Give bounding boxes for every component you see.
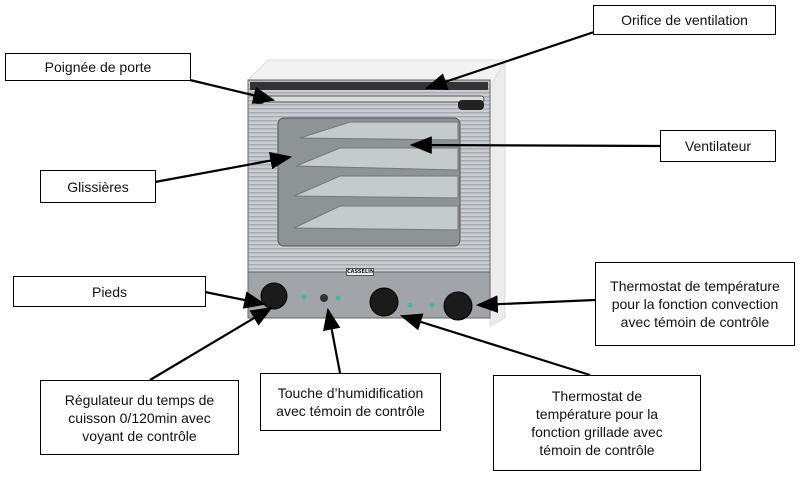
label-regulateur: Régulateur du temps de cuisson 0/120min … — [40, 380, 239, 455]
label-pieds: Pieds — [13, 276, 206, 307]
label-thermostat-grillade: Thermostat de température pour la foncti… — [493, 375, 701, 471]
brand-plate: CASSELIN — [346, 268, 374, 276]
label-orifice: Orifice de ventilation — [593, 5, 776, 35]
humidification-button — [320, 294, 328, 302]
label-thermostat-convection: Thermostat de température pour la foncti… — [595, 262, 795, 346]
label-poignee: Poignée de porte — [5, 53, 191, 81]
door-handle — [255, 95, 485, 103]
label-glissieres: Glissières — [40, 170, 156, 203]
label-ventilateur: Ventilateur — [660, 130, 776, 162]
indicator-lights — [301, 294, 435, 308]
oven-side — [489, 59, 506, 327]
leader-arrows — [149, 28, 661, 381]
vent-strip — [250, 82, 488, 90]
knobs — [260, 282, 473, 321]
label-touche-humidification: Touche d’humidification avec témoin de c… — [260, 373, 441, 431]
handle-right-grip — [458, 100, 484, 110]
